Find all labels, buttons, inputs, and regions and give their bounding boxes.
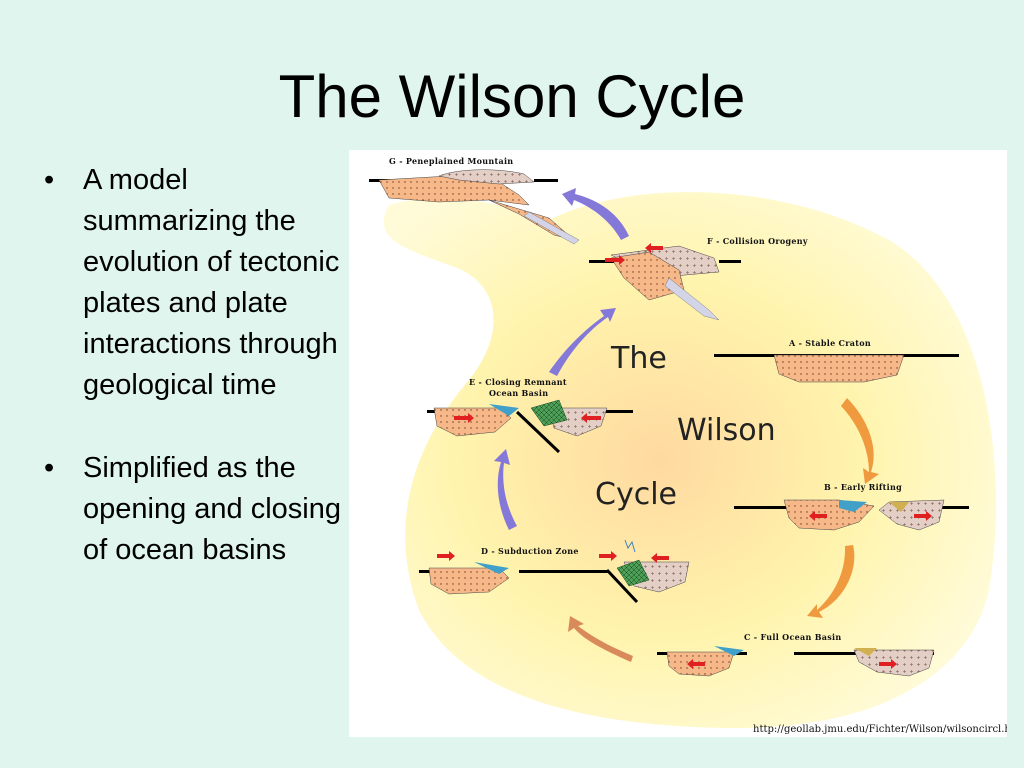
stage-e-label-2: Ocean Basin <box>489 388 548 398</box>
arrow-a-to-b <box>841 398 879 484</box>
cycle-label-wilson: Wilson <box>677 413 776 448</box>
stage-d: D - Subduction Zone <box>419 539 690 604</box>
bullet-item: A model summarizing the evolution of tec… <box>44 160 344 406</box>
stage-b: B - Early Rifting <box>734 482 969 531</box>
slide-title: The Wilson Cycle <box>278 63 746 130</box>
stage-b-label: B - Early Rifting <box>824 482 902 492</box>
stage-a: A - Stable Craton <box>714 338 959 383</box>
arrow-d-to-e <box>494 449 517 530</box>
arrow-c-to-d <box>568 616 633 662</box>
stage-c-label: C - Full Ocean Basin <box>744 632 842 642</box>
stage-d-label: D - Subduction Zone <box>481 546 579 556</box>
stage-g-label: G - Peneplained Mountain <box>389 156 513 166</box>
wilson-cycle-diagram: G - Peneplained Mountain F - Collision O… <box>349 150 1007 737</box>
stage-c: C - Full Ocean Basin <box>657 632 935 677</box>
bullet-list: A model summarizing the evolution of tec… <box>44 160 344 613</box>
stage-f: F - Collision Orogeny <box>589 236 808 321</box>
source-url: http://geollab.jmu.edu/Fichter/Wilson/wi… <box>753 724 1007 735</box>
cycle-arrows <box>494 188 879 662</box>
bullet-item: Simplified as the opening and closing of… <box>44 448 344 571</box>
stage-f-label: F - Collision Orogeny <box>707 236 808 246</box>
stage-a-label: A - Stable Craton <box>788 338 871 348</box>
cycle-label-cycle: Cycle <box>595 477 677 512</box>
cycle-label-the: The <box>610 341 667 376</box>
stage-e: E - Closing Remnant Ocean Basin <box>427 377 633 454</box>
background-blob <box>383 192 996 729</box>
arrow-e-to-f <box>549 308 616 376</box>
stage-e-label-1: E - Closing Remnant <box>469 377 567 387</box>
arrow-b-to-c <box>807 545 855 618</box>
arrow-f-to-g <box>562 188 629 240</box>
wilson-cycle-svg: G - Peneplained Mountain F - Collision O… <box>369 156 1007 735</box>
stage-g: G - Peneplained Mountain <box>369 156 580 245</box>
